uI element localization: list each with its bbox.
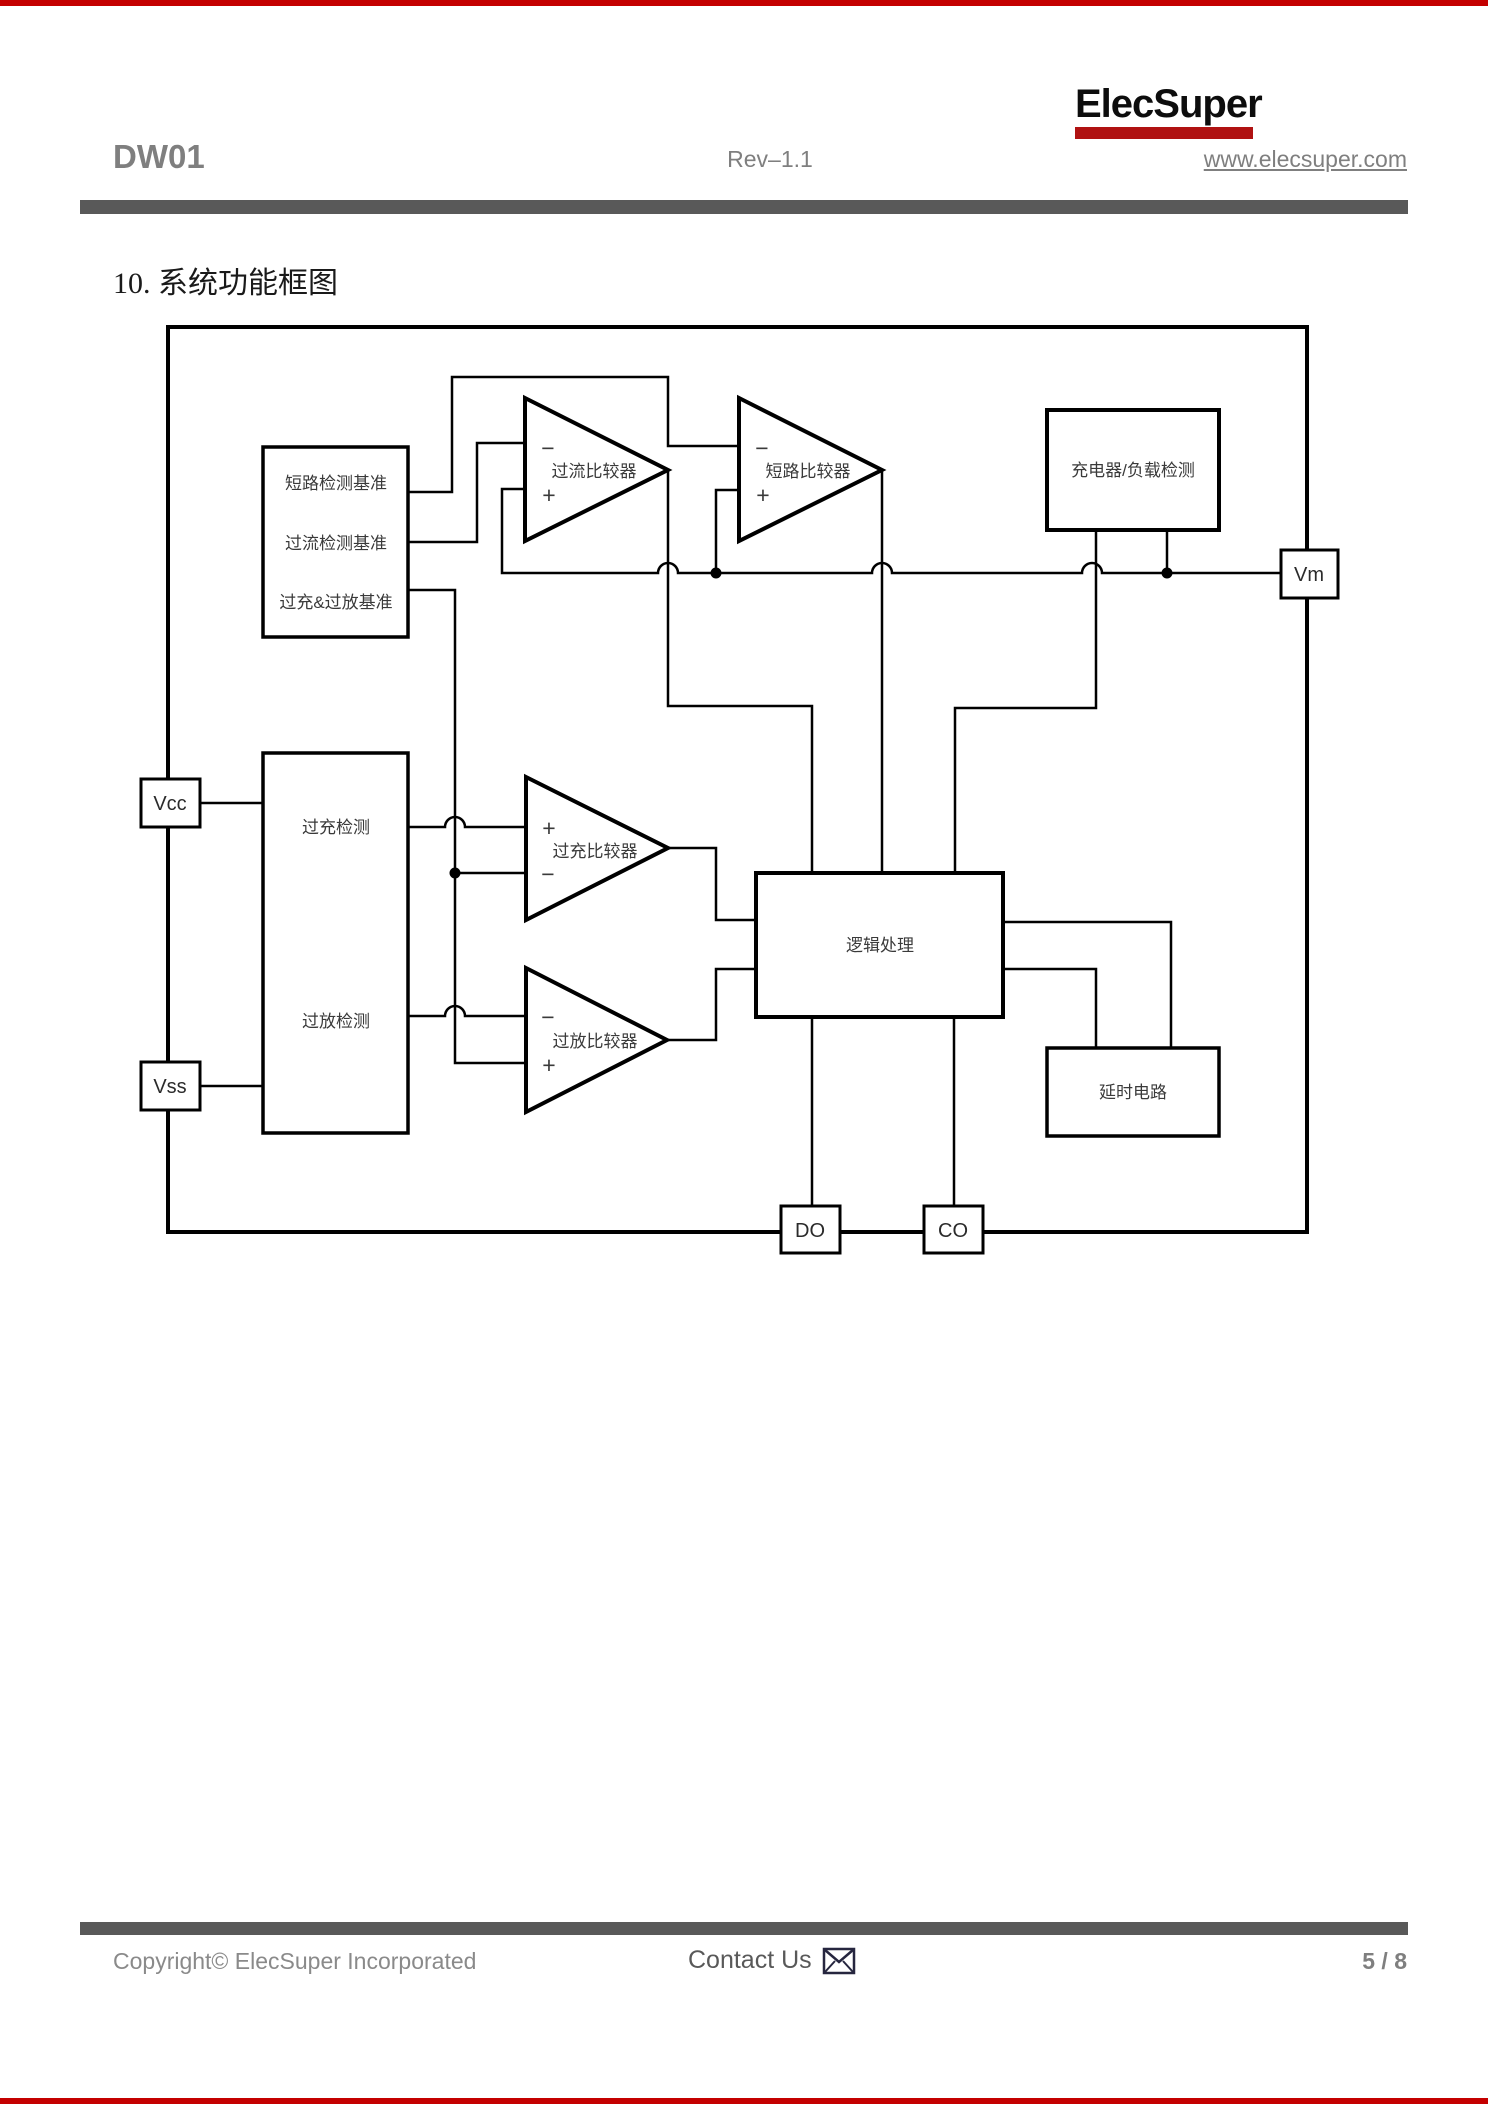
contact-us-link[interactable]: Contact Us: [688, 1946, 856, 1975]
section-title: 10. 系统功能框图: [113, 267, 338, 300]
logic-label: 逻辑处理: [846, 936, 914, 955]
page-bottom-red-border: [0, 2098, 1488, 2104]
wire-overchargecmp-output-to-logic: [668, 846, 756, 922]
page-number: 5 / 8: [1362, 1948, 1407, 1974]
detect-label-overdischarge: 过放检测: [302, 1012, 370, 1031]
company-logo: ElecSuper: [1075, 82, 1263, 139]
pin-box-vss: [139, 1060, 202, 1112]
ref-label-charge-discharge: 过充&过放基准: [279, 593, 392, 612]
page-top-red-border: [0, 0, 1488, 6]
junction-dot: [710, 567, 722, 579]
header-divider: [80, 200, 1408, 214]
pin-label-do: DO: [795, 1220, 825, 1242]
reference-block: [261, 445, 410, 639]
occmp-plus-sign: +: [542, 482, 555, 508]
ref-label-overcurrent: 过流检测基准: [285, 534, 387, 553]
revision-label: Rev–1.1: [727, 146, 813, 172]
logic-block: [754, 871, 1005, 1019]
pin-label-vss: Vss: [153, 1076, 186, 1098]
pin-box-vcc: [139, 777, 202, 829]
wire-shortref-to-shortcmp: [408, 375, 739, 494]
overcharge-comparator: [524, 773, 673, 924]
overdischargecmp-minus-sign: −: [541, 1004, 554, 1030]
wire-charger-output-to-logic: [953, 530, 1098, 873]
wire-overcharge-detect-to-plus: [408, 815, 526, 829]
overcurrent-comparator: [523, 394, 673, 545]
short-circuit-comparator: [737, 394, 887, 545]
copyright-text: Copyright© ElecSuper Incorporated: [113, 1948, 477, 1974]
wire-logic-to-delay-2: [1003, 967, 1098, 1048]
wire-shortcmp-plus-branch: [714, 488, 739, 573]
ref-label-short: 短路检测基准: [285, 474, 387, 493]
shortcmp-label: 短路比较器: [766, 462, 851, 481]
shortcmp-minus-sign: −: [755, 435, 768, 461]
logo-red-underline: [1075, 127, 1253, 139]
wire-chgdischgref-vertical: [408, 588, 526, 1065]
part-number: DW01: [113, 138, 205, 175]
overdischarge-comparator: [524, 964, 672, 1116]
pin-label-co: CO: [938, 1220, 968, 1242]
junction-dot: [1161, 567, 1173, 579]
pin-label-vcc: Vcc: [153, 793, 186, 815]
wire-logic-to-delay-1: [1003, 920, 1173, 1048]
website-link[interactable]: www.elecsuper.com: [1203, 146, 1407, 172]
wire-vm-sense-bus: [500, 487, 1281, 575]
overchargecmp-plus-sign: +: [542, 815, 555, 841]
overchargecmp-minus-sign: −: [541, 861, 554, 887]
detect-block: [261, 751, 410, 1135]
charger-load-label: 充电器/负载检测: [1071, 461, 1195, 480]
junction-dot: [449, 867, 461, 879]
overdischargecmp-plus-sign: +: [542, 1052, 555, 1078]
delay-label: 延时电路: [1099, 1083, 1167, 1102]
pin-box-do: [779, 1204, 842, 1255]
footer-divider: [80, 1922, 1408, 1935]
delay-circuit-block: [1045, 1046, 1221, 1138]
detect-label-overcharge: 过充检测: [302, 818, 370, 837]
charger-load-detect-block: [1045, 408, 1221, 532]
envelope-icon[interactable]: [822, 1947, 856, 1975]
pin-box-co: [922, 1204, 985, 1255]
logo-text: ElecSuper: [1075, 82, 1263, 126]
overchargecmp-label: 过充比较器: [553, 842, 638, 861]
wire-occmp-output-to-logic: [666, 470, 814, 873]
pin-label-vm: Vm: [1294, 564, 1324, 586]
wire-overdischargecmp-output-to-logic: [667, 967, 756, 1042]
shortcmp-plus-sign: +: [756, 482, 769, 508]
wire-ocref-to-occmp: [408, 441, 525, 544]
occmp-label: 过流比较器: [552, 462, 637, 481]
pin-box-vm: [1279, 548, 1340, 600]
wire-overdischarge-detect-to-minus: [408, 1004, 526, 1018]
overdischargecmp-label: 过放比较器: [553, 1032, 638, 1051]
occmp-minus-sign: −: [541, 435, 554, 461]
contact-us-label[interactable]: Contact Us: [688, 1946, 812, 1974]
